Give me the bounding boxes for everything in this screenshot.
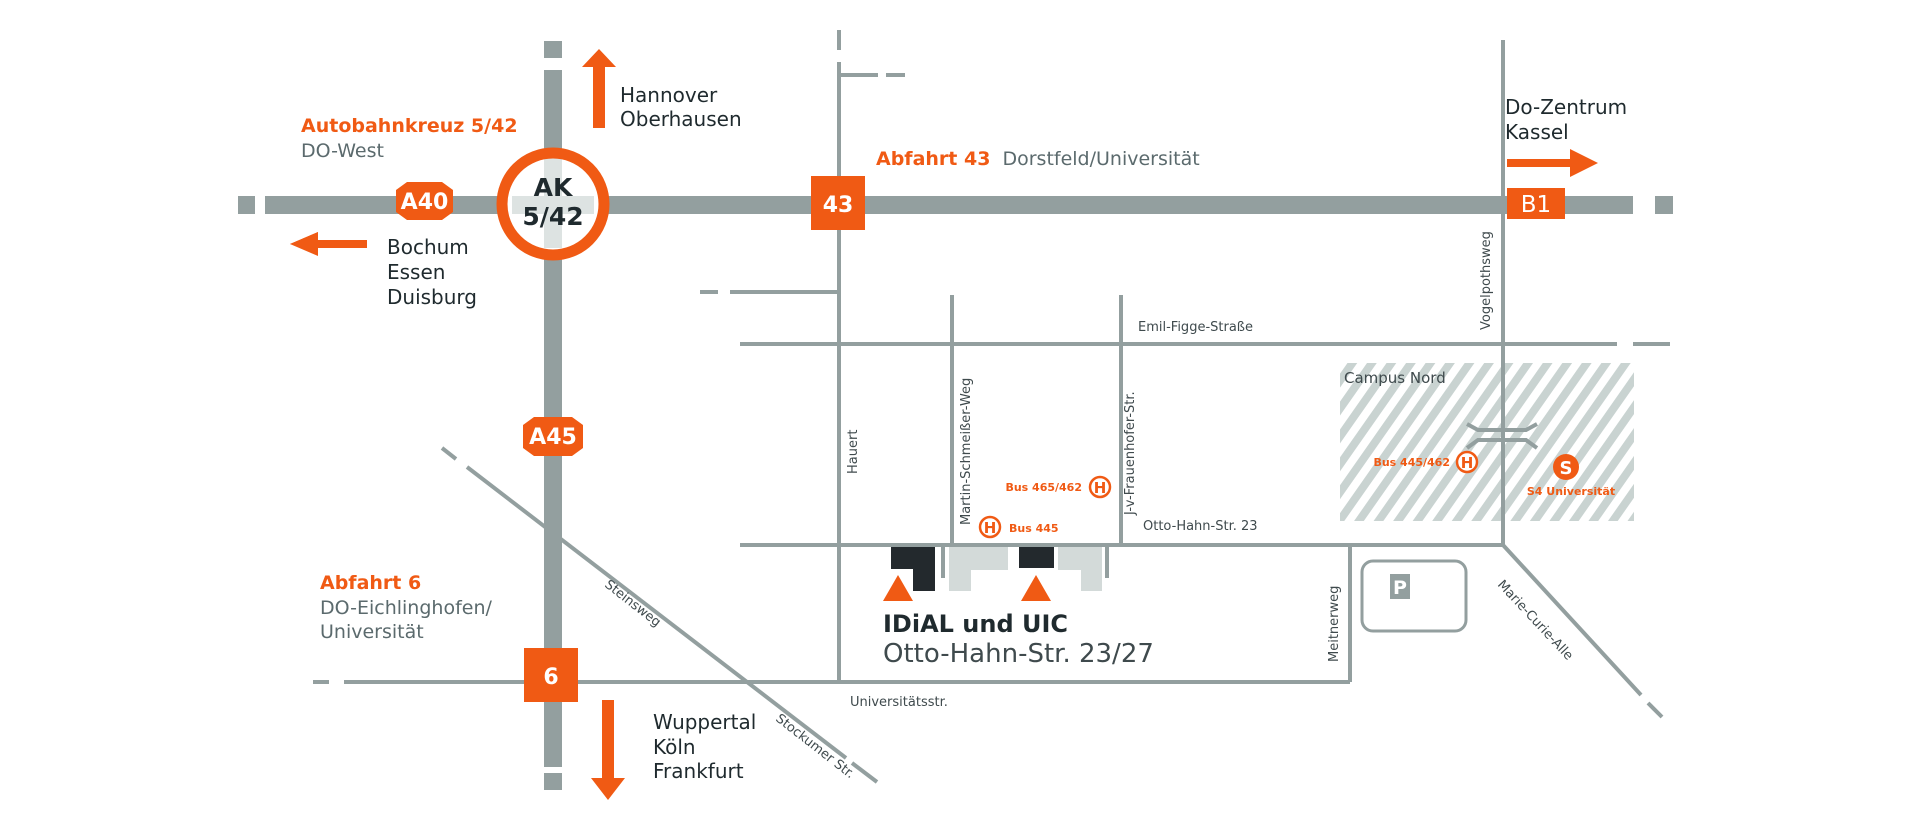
label-martin-schmeisser: Martin-Schmeißer-Weg xyxy=(959,378,974,525)
interchange-subtitle: DO-West xyxy=(301,140,384,162)
bus-stop-465-462-label: Bus 465/462 xyxy=(1005,481,1082,494)
arrow-left-body xyxy=(290,232,367,256)
bus-stop-icon xyxy=(1455,450,1479,474)
dest-east-2: Kassel xyxy=(1505,120,1569,144)
bridge-symbol xyxy=(1465,422,1539,450)
street-steinsweg-dash xyxy=(440,446,458,461)
label-marie-curie: Marie-Curie-Alle xyxy=(1494,577,1576,663)
location-marker-icon xyxy=(883,575,913,601)
a45-bottom-dash xyxy=(544,773,562,790)
sbahn-symbol: S xyxy=(1560,458,1573,479)
label-frauenhofer: J-v-Frauenhofer-Str. xyxy=(1123,391,1138,516)
bus-stop-445-label: Bus 445 xyxy=(1009,522,1059,535)
sbahn-label: S4 Universität xyxy=(1527,485,1615,498)
dest-west-3: Duisburg xyxy=(387,285,477,309)
street-marie-curie xyxy=(1501,543,1643,697)
bus-stop-symbol: H xyxy=(984,519,997,537)
label-emil-figge: Emil-Figge-Straße xyxy=(1138,320,1253,335)
local-streets xyxy=(313,30,1670,784)
sbahn-station: S S4 Universität xyxy=(1527,454,1615,498)
badge-a40: A40 xyxy=(396,182,453,220)
badge-b1: B1 xyxy=(1507,188,1565,219)
label-steinsweg: Steinsweg xyxy=(602,577,664,630)
bus-stop-icon xyxy=(1088,475,1112,499)
parking-symbol: P xyxy=(1393,577,1407,599)
building-idial xyxy=(891,547,935,591)
interchange-ring xyxy=(496,147,610,261)
badge-exit-6-text: 6 xyxy=(543,665,558,690)
dest-south-1: Wuppertal xyxy=(653,710,756,734)
label-otto-hahn: Otto-Hahn-Str. 23 xyxy=(1143,519,1258,534)
badge-exit-43: 43 xyxy=(811,176,865,230)
label-meitnerweg: Meitnerweg xyxy=(1327,586,1342,662)
dest-south-2: Köln xyxy=(653,735,696,759)
exit-6-subtitle-1: DO-Eichlinghofen/ xyxy=(320,597,492,619)
dest-west-2: Essen xyxy=(387,260,445,284)
parking-area: P xyxy=(1360,559,1468,633)
exit-6-subtitle-2: Universität xyxy=(320,621,424,643)
campus-nord-label: Campus Nord xyxy=(1344,369,1446,387)
bus-stop-symbol: H xyxy=(1094,479,1107,497)
a40-right-dash xyxy=(1655,196,1673,214)
label-universitaetsstr: Universitätsstr. xyxy=(850,695,948,710)
arrow-right-icon xyxy=(1507,149,1598,177)
parking-icon xyxy=(1390,574,1410,599)
direction-arrows xyxy=(290,49,1598,800)
building-uic xyxy=(1019,547,1054,568)
badge-exit-43-text: 43 xyxy=(823,193,854,218)
bus-stop-icon xyxy=(978,515,1002,539)
dest-north-2: Oberhausen xyxy=(620,107,742,131)
arrow-up-icon xyxy=(582,49,616,128)
street-stockumer-dash xyxy=(850,761,879,784)
dest-north-1: Hannover xyxy=(620,83,718,107)
exit-43-title: Abfahrt 43 xyxy=(876,148,990,170)
destination-address: Otto-Hahn-Str. 23/27 xyxy=(883,639,1154,669)
location-marker-icon xyxy=(1021,575,1051,601)
buildings xyxy=(883,547,1102,601)
building-neighbour-1 xyxy=(949,547,1008,591)
exit-6-title: Abfahrt 6 xyxy=(320,572,421,594)
bus-stop-445-462: Bus 445/462 H xyxy=(1373,450,1479,474)
badge-a40-text: A40 xyxy=(401,190,449,215)
interchange-title: Autobahnkreuz 5/42 xyxy=(301,115,518,137)
badge-a45-text: A45 xyxy=(529,425,577,450)
label-stockumer: Stockumer Str. xyxy=(773,711,858,782)
exit-43-subtitle: Dorstfeld/Universität xyxy=(1002,148,1199,170)
dest-west-1: Bochum xyxy=(387,235,469,259)
bus-stop-465-462: Bus 465/462 H xyxy=(1005,475,1112,499)
building-neighbour-2 xyxy=(1058,547,1102,591)
bus-stop-symbol: H xyxy=(1461,454,1474,472)
badge-b1-text: B1 xyxy=(1521,192,1551,218)
exit-43-label: Abfahrt 43 Dorstfeld/Universität xyxy=(876,148,1200,170)
interchange-circle-line2: 5/42 xyxy=(522,202,583,231)
street-marie-curie-dash xyxy=(1646,701,1664,719)
badge-a45: A45 xyxy=(523,417,583,456)
destination-name: IDiAL und UIC xyxy=(883,610,1068,638)
bus-stop-445-462-label: Bus 445/462 xyxy=(1373,456,1450,469)
street-steinsweg xyxy=(465,465,848,760)
label-hauert: Hauert xyxy=(846,430,861,474)
arrow-down-icon xyxy=(591,700,625,800)
bus-stop-445: H Bus 445 xyxy=(978,515,1059,539)
interchange-circle-line1: AK xyxy=(534,173,574,202)
interchange-ak: AK 5/42 xyxy=(496,147,610,261)
a40-left-dash xyxy=(238,196,255,214)
a45-top-dash xyxy=(544,41,562,58)
a40-road xyxy=(265,196,1633,214)
dest-south-3: Frankfurt xyxy=(653,759,744,783)
dest-east-1: Do-Zentrum xyxy=(1505,95,1627,119)
badge-exit-6: 6 xyxy=(524,648,578,702)
label-vogelpothsweg: Vogelpothsweg xyxy=(1479,231,1494,330)
sbahn-icon xyxy=(1553,454,1579,480)
